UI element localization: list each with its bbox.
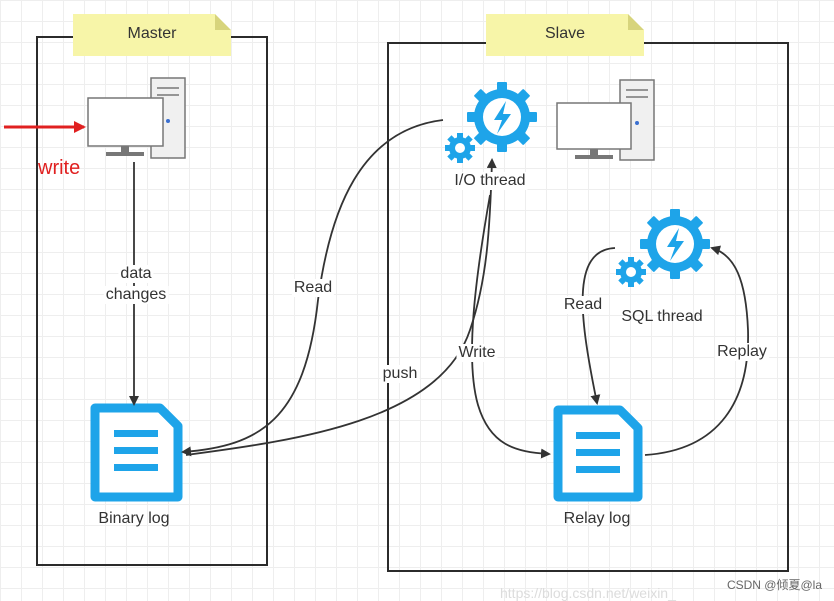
slave-title-note: Slave <box>486 14 644 56</box>
write-relay-label: Write <box>456 344 498 362</box>
sql-read-arrow <box>581 247 616 405</box>
io-thread-label: I/O thread <box>452 172 528 190</box>
sql-thread-label: SQL thread <box>621 308 703 325</box>
master-title: Master <box>127 25 177 42</box>
master-title-note: Master <box>73 14 231 56</box>
sql-thread-gear-icon <box>616 209 710 287</box>
slave-title: Slave <box>544 25 586 42</box>
footer-credit: CSDN @倾夏@la <box>726 578 822 592</box>
data-changes-label-line2: changes <box>103 286 169 304</box>
write-label: write <box>38 157 81 179</box>
master-computer-icon <box>87 77 186 159</box>
push-label: push <box>380 365 420 383</box>
write-relay-arrow <box>471 194 551 459</box>
replay-label: Replay <box>715 343 769 361</box>
relay-log-label: Relay log <box>563 510 631 527</box>
io-thread-gear-icon <box>445 82 537 163</box>
data-changes-label-line1: data <box>118 265 154 283</box>
read-arrow <box>181 119 444 457</box>
read-label: Read <box>291 279 335 297</box>
relay-log-document-icon <box>553 405 643 502</box>
push-arrow <box>185 158 497 456</box>
watermark: https://blog.csdn.net/weixin_ <box>500 585 676 601</box>
sql-read-label: Read <box>561 296 605 314</box>
slave-computer-icon <box>556 79 655 161</box>
binary-log-label: Binary log <box>98 510 170 527</box>
binary-log-document-icon <box>90 403 183 502</box>
